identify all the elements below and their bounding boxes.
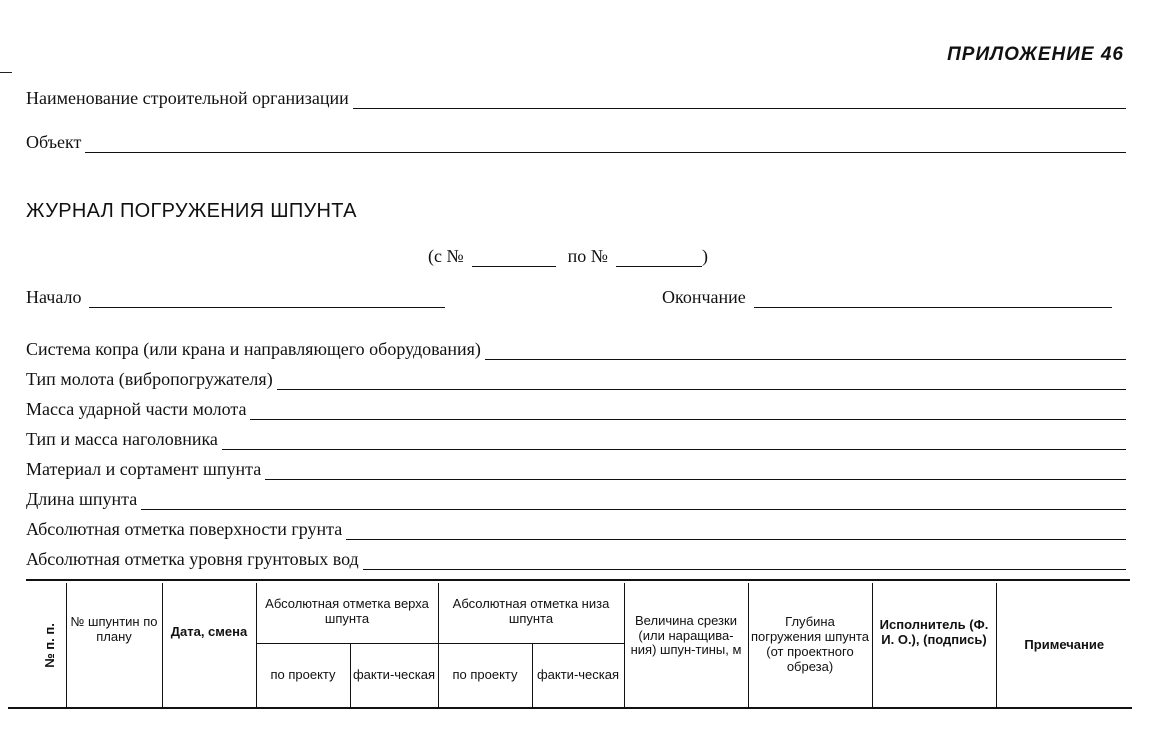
hammer-mass-field: Масса ударной части молота [26, 399, 1126, 420]
sheet-range: (с № по № ) [428, 246, 708, 267]
col-num-label: № п. п. [41, 622, 57, 668]
appendix-heading: ПРИЛОЖЕНИЕ 46 [947, 44, 1124, 65]
start-field: Начало [26, 287, 446, 308]
col-plan-header: № шпунтин по плану [65, 583, 162, 707]
col-num-header: № п. п. [26, 583, 66, 707]
hammer-type-label: Тип молота (вибропогружателя) [26, 369, 273, 389]
hammer-mass-blank[interactable] [250, 405, 1126, 420]
range-to-label: по № [567, 246, 608, 266]
col-top-mark-header: Абсолютная отметка верха шпунта [255, 583, 438, 643]
col-executor-header: Исполнитель (Ф. И. О.), (подпись) [871, 583, 996, 707]
range-from-blank[interactable] [471, 252, 556, 267]
object-field: Объект [26, 132, 1126, 153]
table-top-rule [26, 579, 1130, 581]
table-header-row: № п. п. № шпунтин по плану Дата, смена А… [26, 583, 1132, 707]
organization-label: Наименование строительной организации [26, 88, 349, 108]
cap-label: Тип и масса наголовника [26, 429, 218, 449]
material-blank[interactable] [265, 465, 1126, 480]
hammer-type-blank[interactable] [276, 375, 1126, 390]
length-blank[interactable] [141, 495, 1126, 510]
length-field: Длина шпунта [26, 489, 1126, 510]
material-label: Материал и сортамент шпунта [26, 459, 262, 479]
range-close: ) [701, 246, 708, 266]
pile-driver-blank[interactable] [484, 345, 1126, 360]
cap-field: Тип и масса наголовника [26, 429, 1126, 450]
col-date-header: Дата, смена [161, 583, 256, 707]
organization-blank[interactable] [352, 94, 1126, 109]
ground-level-label: Абсолютная отметка поверхности грунта [26, 519, 343, 539]
ground-level-field: Абсолютная отметка поверхности грунта [26, 519, 1126, 540]
hammer-type-field: Тип молота (вибропогружателя) [26, 369, 1126, 390]
journal-table: № п. п. № шпунтин по плану Дата, смена А… [26, 583, 1132, 707]
cap-blank[interactable] [221, 435, 1126, 450]
start-label: Начало [26, 287, 82, 307]
range-to-blank[interactable] [615, 252, 702, 267]
hammer-mass-label: Масса ударной части молота [26, 399, 247, 419]
organization-field: Наименование строительной организации [26, 88, 1126, 109]
bottom-actual-header: факти-ческая [531, 642, 624, 707]
top-design-header: по проекту [255, 642, 350, 707]
groundwater-label: Абсолютная отметка уровня грунтовых вод [26, 549, 359, 569]
pile-driver-field: Система копра (или крана и направляющего… [26, 339, 1126, 360]
col-bottom-mark-header: Абсолютная отметка низа шпунта [437, 583, 624, 643]
ground-level-blank[interactable] [346, 525, 1126, 540]
col-cut-header: Величина срезки (или наращива-ния) шпун-… [623, 583, 748, 707]
end-label: Окончание [662, 287, 746, 307]
object-label: Объект [26, 132, 82, 152]
top-actual-header: факти-ческая [349, 642, 438, 707]
object-blank[interactable] [85, 138, 1126, 153]
col-note-header: Примечание [995, 583, 1132, 707]
length-label: Длина шпунта [26, 489, 138, 509]
bottom-design-header: по проекту [437, 642, 532, 707]
end-field: Окончание [662, 287, 1112, 308]
start-blank[interactable] [89, 293, 446, 308]
page-title: ЖУРНАЛ ПОГРУЖЕНИЯ ШПУНТА [26, 200, 357, 222]
range-open: (с № [428, 246, 464, 266]
groundwater-blank[interactable] [362, 555, 1126, 570]
margin-mark [0, 72, 12, 73]
table-bottom-rule [8, 707, 1132, 709]
pile-driver-label: Система копра (или крана и направляющего… [26, 339, 481, 359]
table-subheader-row: по проекту факти-ческая по проекту факти… [26, 642, 1132, 707]
end-blank[interactable] [753, 293, 1112, 308]
material-field: Материал и сортамент шпунта [26, 459, 1126, 480]
groundwater-field: Абсолютная отметка уровня грунтовых вод [26, 549, 1126, 570]
col-depth-header: Глубина погружения шпунта (от проектного… [747, 583, 872, 707]
